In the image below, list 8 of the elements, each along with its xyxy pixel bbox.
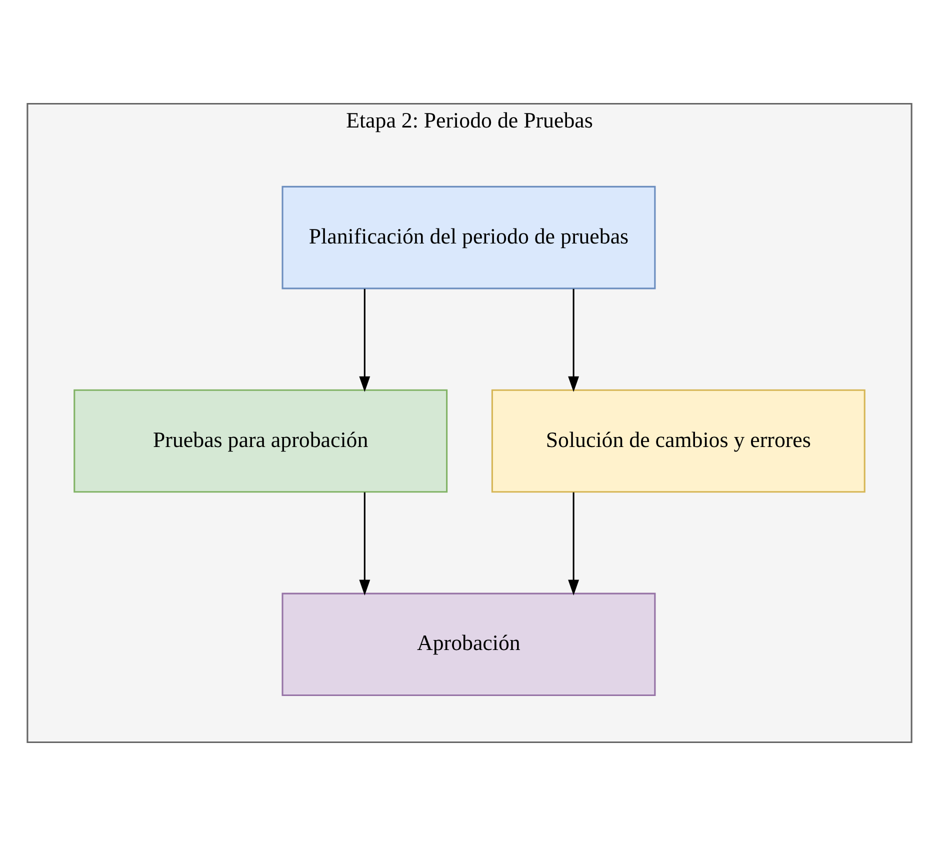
arrow [568,288,580,392]
arrow [568,492,580,596]
node-box: Aprobación [282,592,656,696]
node-box: Solución de cambios y errores [491,389,866,493]
node-box: Planificación del periodo de pruebas [282,186,656,290]
node-box: Pruebas para aprobación [74,389,448,493]
arrow [359,288,370,392]
arrow [359,492,370,596]
